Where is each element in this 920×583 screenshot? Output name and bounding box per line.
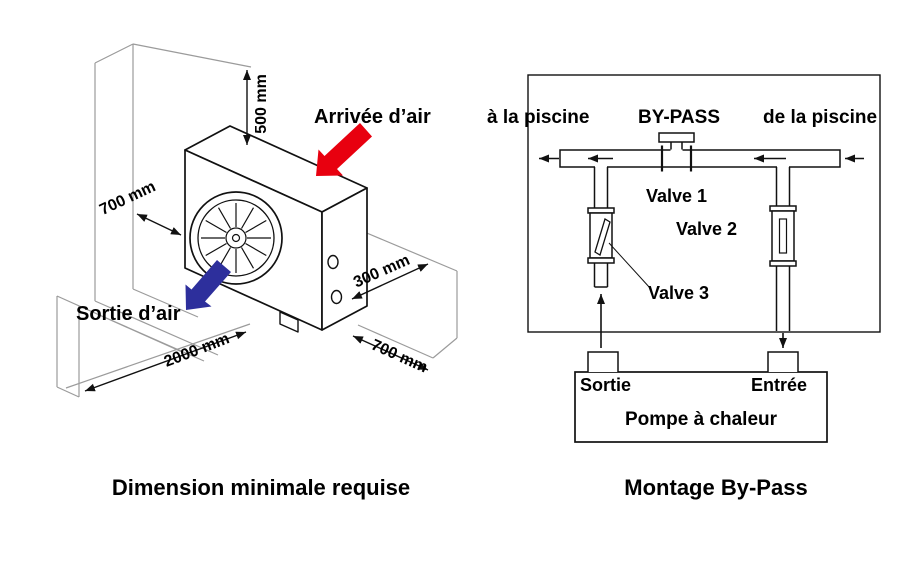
air-outlet-arrow-icon xyxy=(185,260,231,310)
control-knob-top xyxy=(327,254,339,270)
air-inlet-label: Arrivée d’air xyxy=(314,106,431,128)
valve-2-symbol xyxy=(769,165,797,331)
fan-blades xyxy=(201,203,271,273)
control-knob-bottom xyxy=(330,289,343,305)
valve-3-symbol xyxy=(587,165,651,289)
check-valve-flap xyxy=(594,218,611,256)
clearance-dimension-arrows xyxy=(84,70,429,392)
left-diagram-caption: Dimension minimale requise xyxy=(111,475,411,500)
valve1-handle xyxy=(658,132,695,143)
dim-label-height: 500 mm xyxy=(253,74,270,134)
valve3-leader-line xyxy=(608,242,651,289)
bypass-diagram xyxy=(527,74,881,443)
dim-arrow-back xyxy=(136,213,182,236)
unit-foot xyxy=(279,311,299,333)
to-pool-label: à la piscine xyxy=(487,107,590,128)
inlet-label: Entrée xyxy=(751,375,808,395)
valve1-flanges xyxy=(660,145,693,172)
dim-arrow-right-floor xyxy=(352,335,429,371)
outlet-stub xyxy=(587,351,619,372)
heat-pump-unit xyxy=(184,125,368,333)
from-pool-label: de la piscine xyxy=(763,107,878,128)
valve1-label: Valve 1 xyxy=(646,186,708,206)
bypass-label: BY-PASS xyxy=(638,107,721,128)
flow-direction-arrows xyxy=(539,154,864,348)
outlet-label: Sortie xyxy=(580,375,632,395)
air-inlet-arrow-icon xyxy=(316,123,372,176)
min-clearance-diagram xyxy=(56,43,458,398)
room-walls xyxy=(56,43,458,398)
fan-grille-icon xyxy=(189,191,283,285)
valve-1-symbol xyxy=(658,132,695,172)
right-diagram-caption: Montage By-Pass xyxy=(624,475,808,500)
bypass-frame xyxy=(527,74,881,333)
valve2-label: Valve 2 xyxy=(676,219,738,239)
valve2-slot xyxy=(778,218,788,254)
air-outlet-label: Sortie d’air xyxy=(76,303,181,325)
heat-pump-box xyxy=(574,351,828,443)
inlet-stub xyxy=(767,351,799,372)
dim-arrow-side xyxy=(351,263,429,300)
bypass-pipe xyxy=(559,149,841,168)
heat-pump-name-label: Pompe à chaleur xyxy=(624,409,778,430)
dim-arrow-front-floor xyxy=(84,331,247,392)
valve3-label: Valve 3 xyxy=(648,283,710,303)
